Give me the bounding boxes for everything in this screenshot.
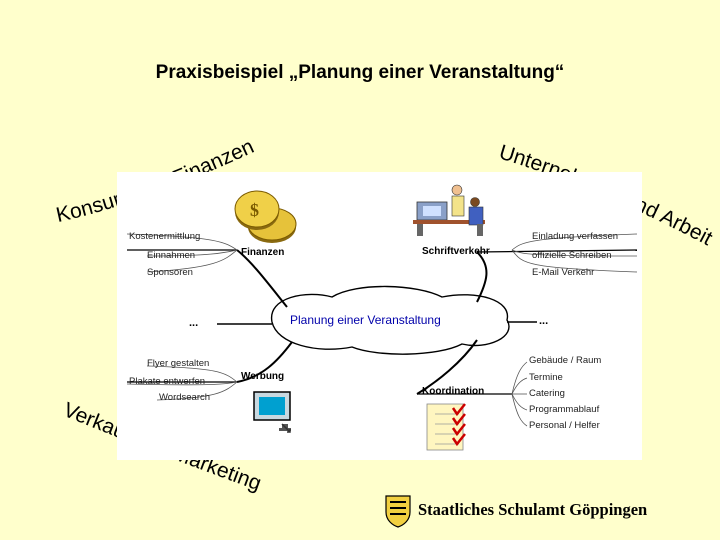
footer-institution: Staatliches Schulamt Göppingen <box>418 500 648 519</box>
leaf-programmablauf: Programmablauf <box>529 404 600 415</box>
leaf-gebaeude: Gebäude / Raum <box>529 355 602 366</box>
leaf-kostenermittlung: Kostenermittlung <box>129 231 201 242</box>
leaf-termine: Termine <box>529 372 563 383</box>
center-cloud <box>271 285 510 355</box>
coins-icon: $ <box>234 190 297 243</box>
center-topic: Planung einer Veranstaltung <box>290 313 441 327</box>
mouse-icon <box>281 423 291 433</box>
television-icon <box>253 391 291 431</box>
leaf-einladung: Einladung verfassen <box>532 231 619 242</box>
leaf-personal: Personal / Helfer <box>529 420 600 431</box>
leaf-sponsoren: Sponsoren <box>147 267 193 278</box>
leaf-einnahmen: Einnahmen <box>147 250 196 261</box>
coat-of-arms-icon <box>385 495 411 528</box>
leaf-email-verkehr: E-Mail Verkehr <box>532 267 595 278</box>
checklist-icon <box>426 403 466 451</box>
footer: Staatliches Schulamt Göppingen <box>380 490 700 530</box>
office-worker-icon <box>413 184 485 236</box>
mind-map: $ <box>117 172 642 460</box>
leaf-flyer: Flyer gestalten <box>147 358 210 369</box>
branch-koordination: Koordination <box>422 386 485 397</box>
branch-finanzen: Finanzen <box>241 247 285 258</box>
slide-title: Praxisbeispiel „Planung einer Veranstalt… <box>155 62 565 83</box>
leaf-catering: Catering <box>529 388 565 399</box>
mind-map-lines: $ <box>126 184 638 451</box>
leaf-wordsearch: Wordsearch <box>159 392 211 403</box>
leaf-plakate: Plakate entwerfen <box>129 376 206 387</box>
branch-schriftverkehr: Schriftverkehr <box>422 246 490 257</box>
left-dots: ... <box>189 317 199 329</box>
branch-werbung: Werbung <box>241 371 285 382</box>
leaf-offizielle-schreiben: offizielle Schreiben <box>532 250 612 261</box>
svg-text:$: $ <box>250 200 259 220</box>
right-dots: ... <box>539 315 549 327</box>
